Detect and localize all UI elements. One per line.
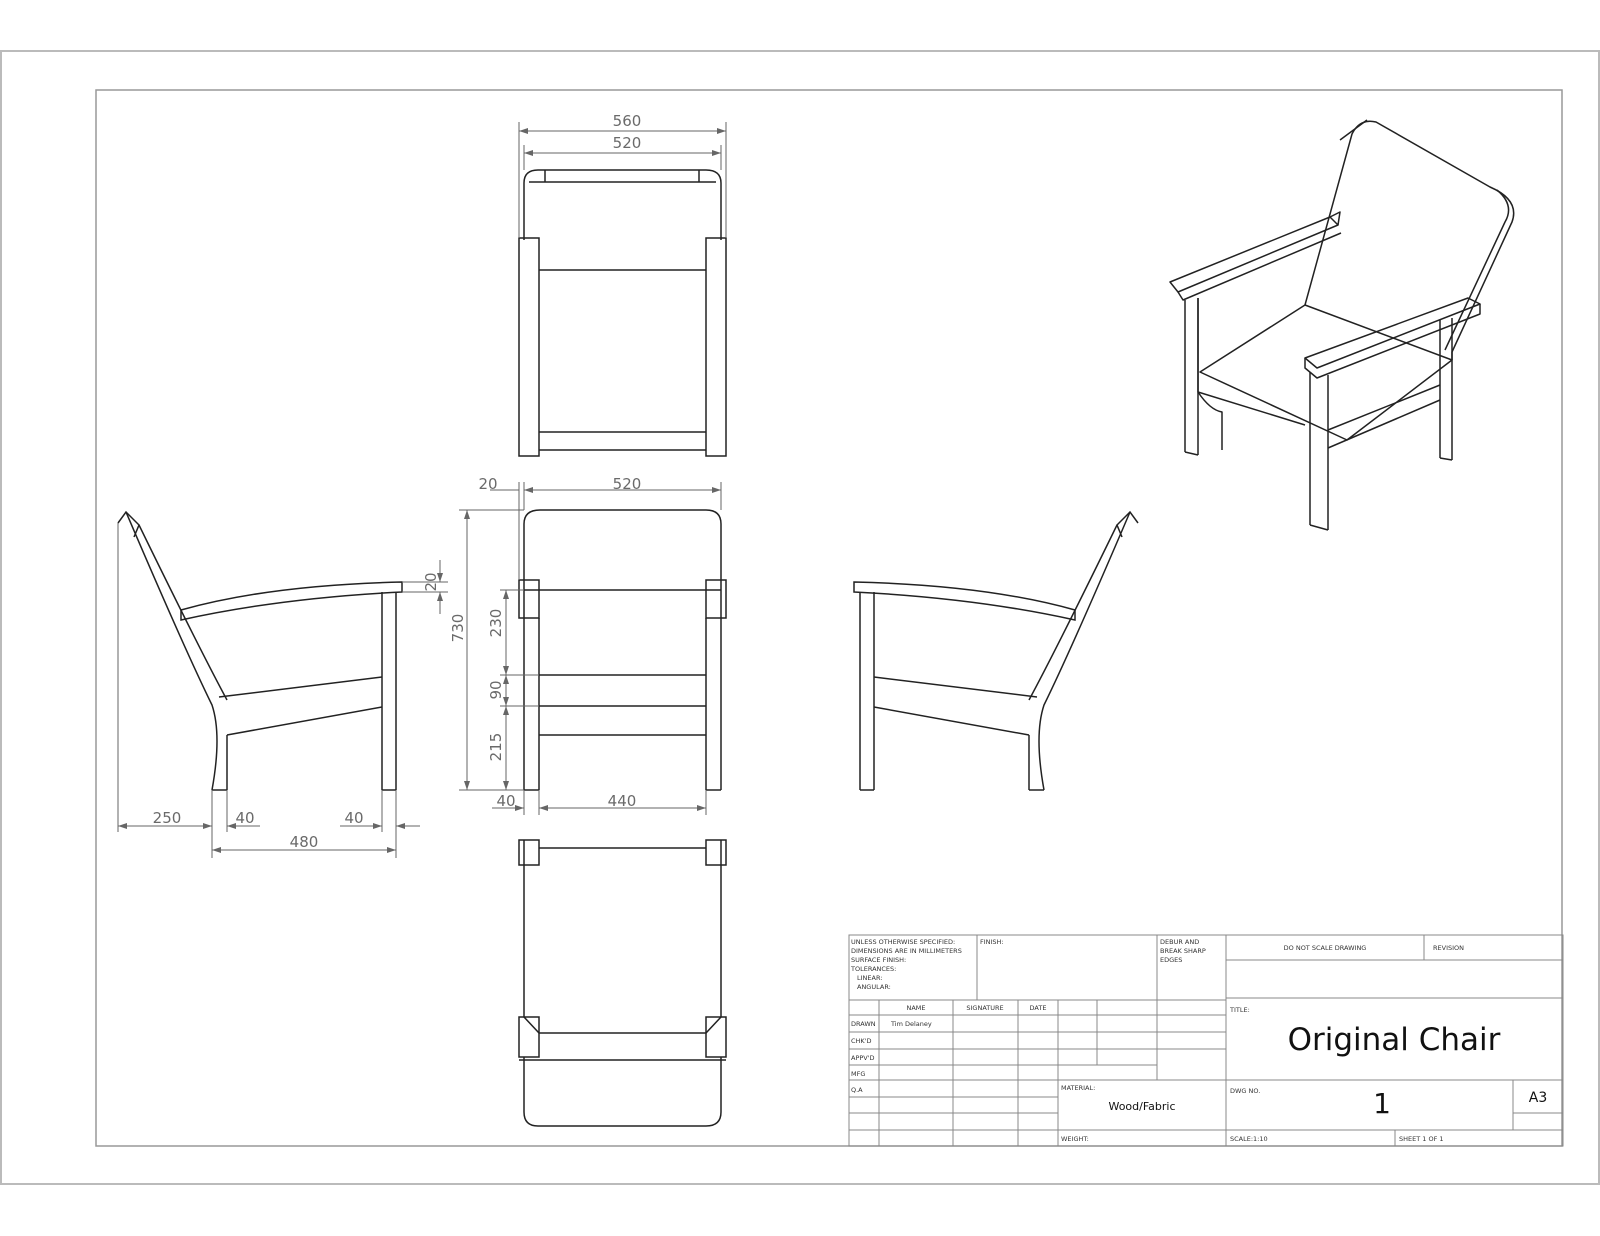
dim-front-offset: 20 (478, 475, 497, 493)
tb-note-5: LINEAR: (857, 974, 882, 982)
tb-debur-2: BREAK SHARP (1160, 947, 1206, 955)
title-block: UNLESS OTHERWISE SPECIFIED: DIMENSIONS A… (850, 938, 1547, 1143)
tb-title-label: TITLE: (1229, 1006, 1250, 1014)
tb-dwg-no-label: DWG NO. (1230, 1087, 1260, 1095)
tb-note-2: DIMENSIONS ARE IN MILLIMETERS (851, 947, 962, 955)
dim-front-leg: 40 (496, 792, 515, 810)
tb-header-date: DATE (1030, 1004, 1047, 1012)
inner-border (95, 89, 1563, 1147)
tb-row-chkd: CHK'D (851, 1037, 871, 1045)
tb-note-3: SURFACE FINISH: (851, 956, 906, 964)
isometric-view (1169, 119, 1515, 531)
tb-finish-label: FINISH: (980, 938, 1004, 946)
tb-dwg-no-value: 1 (1373, 1087, 1391, 1120)
tb-revision-label: REVISION (1433, 944, 1464, 952)
dim-side-back-offset: 250 (153, 809, 182, 827)
tb-drawn-name: Tim Delaney (890, 1020, 932, 1028)
tb-note-1: UNLESS OTHERWISE SPECIFIED: (851, 938, 955, 946)
tb-note-4: TOLERANCES: (850, 965, 896, 973)
dim-front-inner: 440 (608, 792, 637, 810)
dim-front-armrest: 230 (487, 609, 505, 638)
top-view (518, 169, 727, 457)
front-view-dimensions (459, 482, 722, 815)
top-view-dimensions (518, 122, 727, 238)
bottom-view (518, 839, 727, 1127)
front-view (518, 509, 727, 791)
left-side-dimensions (117, 523, 448, 858)
tb-debur-3: EDGES (1160, 956, 1182, 964)
tb-note-6: ANGULAR: (857, 983, 891, 991)
dim-top-overall-width: 560 (613, 112, 642, 130)
tb-header-signature: SIGNATURE (966, 1004, 1003, 1012)
tb-row-qa: Q.A (851, 1086, 863, 1094)
tb-row-drawn: DRAWN (851, 1020, 876, 1028)
tb-row-appvd: APPV'D (851, 1054, 875, 1062)
dim-front-height: 730 (449, 614, 467, 643)
tb-debur-1: DEBUR AND (1160, 938, 1199, 946)
left-side-view (117, 510, 403, 791)
dim-side-depth: 480 (290, 833, 319, 851)
title-block-grid (848, 934, 1564, 1147)
tb-material-label: MATERIAL: (1061, 1084, 1095, 1092)
dim-top-inner-width: 520 (613, 134, 642, 152)
dim-side-leg-left: 40 (235, 809, 254, 827)
tb-sheet: SHEET 1 OF 1 (1399, 1135, 1444, 1143)
dim-front-seat-gap: 90 (487, 680, 505, 699)
tb-row-mfg: MFG (851, 1070, 865, 1078)
dim-side-leg-right: 40 (344, 809, 363, 827)
tb-material-value: Wood/Fabric (1108, 1100, 1175, 1113)
dim-front-width: 520 (613, 475, 642, 493)
tb-do-not-scale: DO NOT SCALE DRAWING (1284, 944, 1367, 952)
tb-header-name: NAME (906, 1004, 925, 1012)
dim-front-lower: 215 (487, 733, 505, 762)
tb-size: A3 (1529, 1090, 1547, 1106)
tb-scale: SCALE:1:10 (1230, 1135, 1268, 1143)
dim-side-arm-thickness: 20 (422, 572, 440, 591)
tb-title-value: Original Chair (1288, 1022, 1501, 1058)
outer-border (0, 50, 1600, 1185)
right-side-view (853, 510, 1139, 791)
tb-weight-label: WEIGHT: (1061, 1135, 1089, 1143)
